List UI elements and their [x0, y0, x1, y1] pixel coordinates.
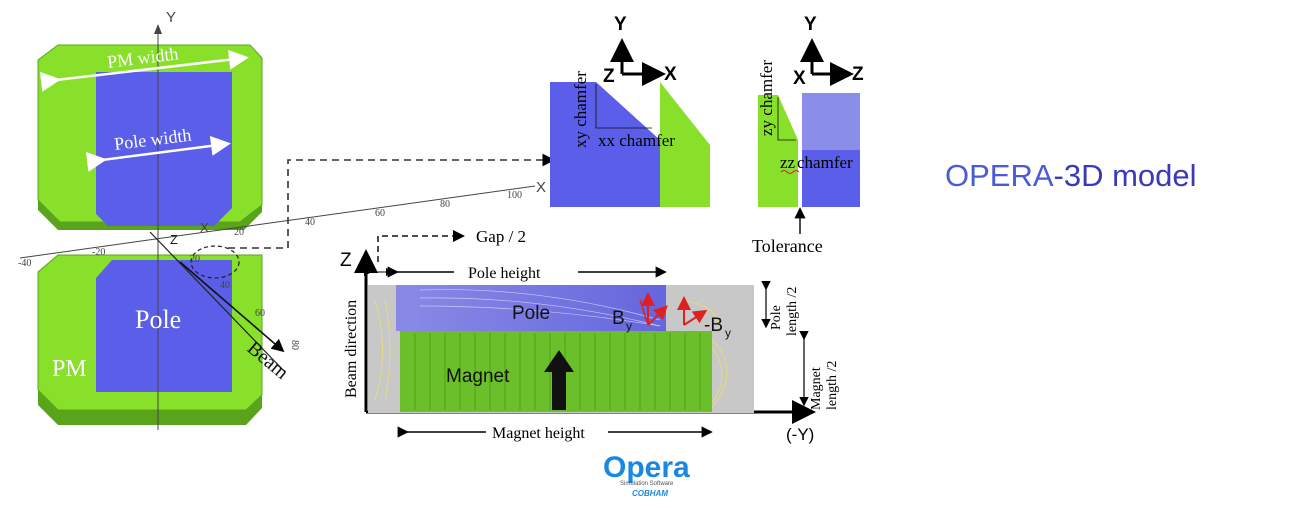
- neg-y-axis-label: (-Y): [786, 425, 814, 444]
- cross-section: Gap / 2 Z Beam direction Pole height: [340, 227, 840, 444]
- tick-x-60: 60: [375, 208, 385, 219]
- axis-y-label: Y: [166, 9, 176, 26]
- tolerance-label: Tolerance: [752, 236, 823, 256]
- tick-z-20: 20: [190, 254, 200, 265]
- pole-label: Pole: [135, 305, 181, 334]
- tick-z-80: 80: [289, 340, 300, 350]
- pole-length-label-2: length /2: [785, 287, 800, 336]
- by-label: B: [612, 308, 625, 329]
- neg-by-label: -B: [704, 315, 723, 336]
- zz-label: zz: [780, 153, 796, 172]
- magnet-length-label: Magnet: [809, 367, 824, 410]
- xy-chamfer-label: xy chamfer: [571, 71, 590, 148]
- title-part-1: OPERA: [945, 158, 1054, 193]
- logo-brand: COBHAM: [632, 489, 668, 498]
- pole-length-label: Pole: [769, 305, 784, 330]
- section-pole-label: Pole: [512, 303, 550, 324]
- xx-chamfer-label: xx chamfer: [598, 131, 675, 150]
- beam-direction-label: Beam direction: [343, 300, 360, 398]
- lower-pole-block: [96, 260, 232, 392]
- section-z-axis: Z: [340, 250, 352, 271]
- tick-neg-20: -20: [92, 247, 105, 258]
- tick-x-80: 80: [440, 199, 450, 210]
- tick-x-100: 100: [507, 190, 522, 201]
- title-part-2: -3D model: [1053, 158, 1197, 193]
- axis-z-label: Z: [170, 232, 178, 247]
- zy-axis-y: Y: [804, 14, 817, 35]
- zy-axis-x: X: [793, 68, 806, 89]
- tick-z-60: 60: [255, 308, 265, 319]
- logo-name: Opera: [603, 451, 690, 484]
- pole-height-label: Pole height: [468, 265, 541, 282]
- zy-axis-z: Z: [852, 64, 864, 85]
- xy-axis-z: Z: [603, 66, 615, 87]
- magnet-height-label: Magnet height: [492, 425, 585, 442]
- magnet-length-label-2: length /2: [825, 361, 840, 410]
- magnetization-arrow: [544, 350, 574, 410]
- tick-z-40: 40: [220, 280, 230, 291]
- page-title: OPERA-3D model: [945, 158, 1197, 194]
- by-vector: [639, 292, 668, 326]
- xy-chamfer-detail: Y X Z xy chamfer xx chamfer: [550, 14, 710, 207]
- tick-x-40: 40: [305, 217, 315, 228]
- axis-x-small-label: X: [200, 220, 209, 235]
- tick-x-20: 20: [234, 227, 244, 238]
- xy-axis-y: Y: [614, 14, 627, 35]
- zy-chamfer-detail: Y Z X zy chamfer zz chamfer Tolerance: [752, 14, 864, 256]
- zy-chamfer-label: zy chamfer: [757, 60, 776, 136]
- detail-connector: [228, 153, 556, 249]
- xy-axis-x: X: [664, 64, 677, 85]
- pm-label: PM: [52, 356, 87, 382]
- tick-neg-40: -40: [18, 258, 31, 269]
- by-subscript: y: [626, 319, 632, 333]
- section-magnet-label: Magnet: [446, 366, 510, 387]
- logo-tagline: Simulation Software: [620, 481, 674, 487]
- axis-x-label: X: [536, 179, 546, 196]
- opera-logo: Opera Simulation Software COBHAM: [603, 451, 690, 498]
- zz-chamfer-label: chamfer: [797, 153, 853, 172]
- gap-label: Gap / 2: [476, 227, 526, 246]
- neg-by-subscript: y: [725, 326, 731, 340]
- left-3d-model: Y X -40 -20 20 40 60 80 100 X Z 20 40 60…: [18, 9, 546, 430]
- neg-by-vector: [677, 296, 708, 326]
